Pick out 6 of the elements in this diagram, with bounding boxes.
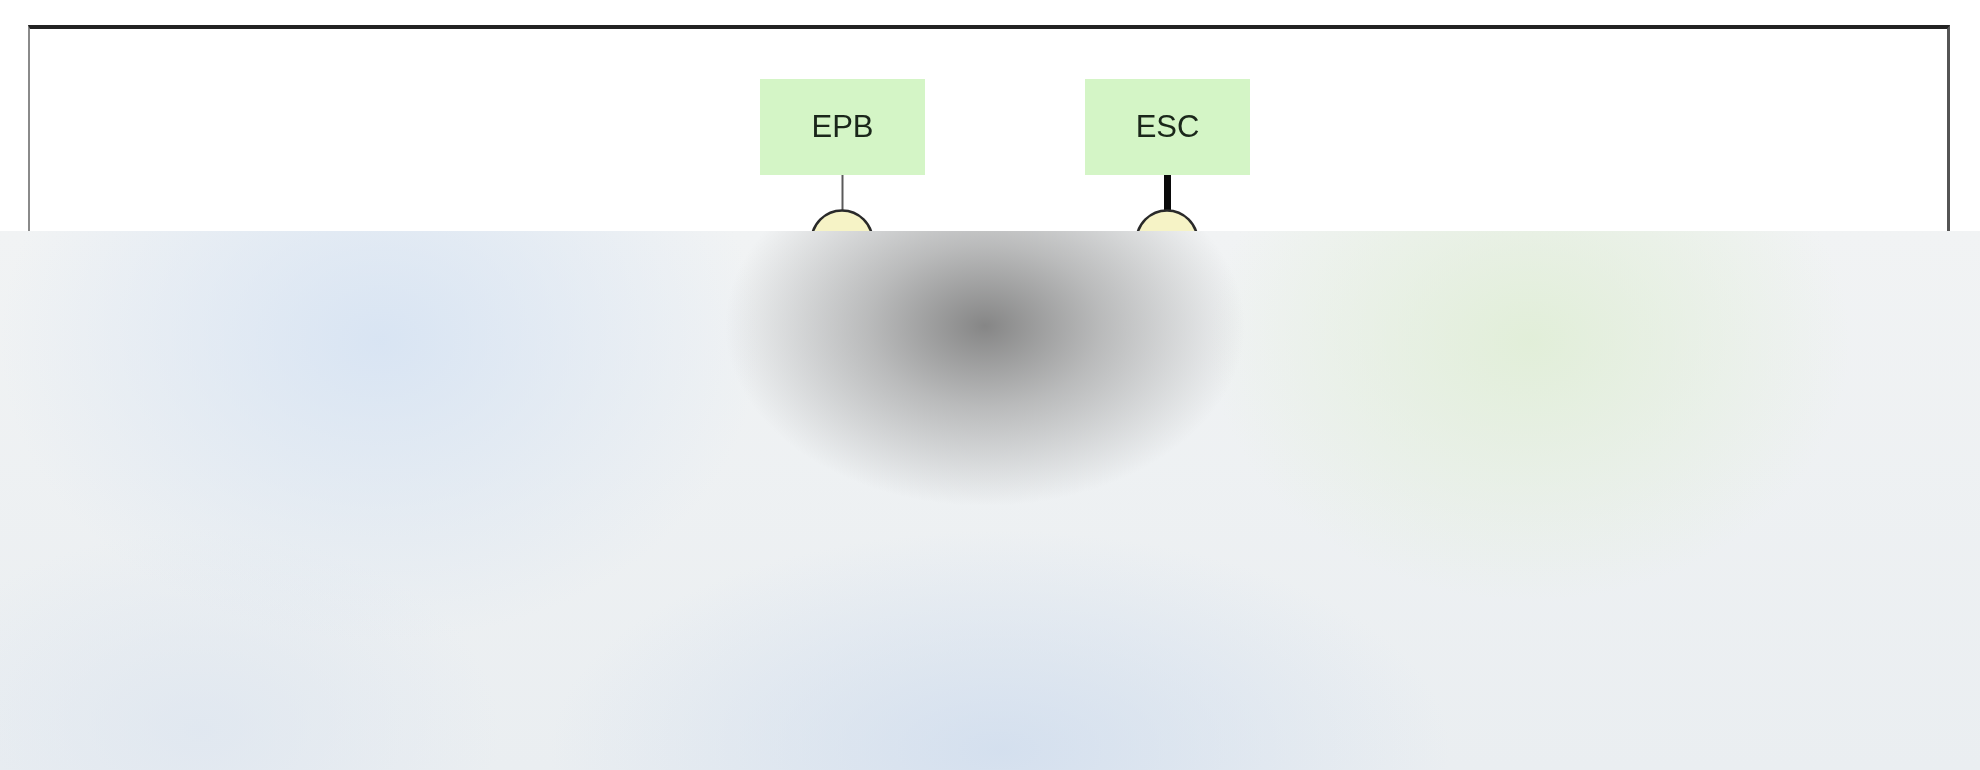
connector-line <box>841 174 844 211</box>
connector-line <box>1164 175 1171 210</box>
box-label: ESC <box>1135 109 1200 145</box>
label-box <box>1085 79 1250 175</box>
label-box <box>760 79 925 175</box>
box-label: EPB <box>811 109 874 145</box>
